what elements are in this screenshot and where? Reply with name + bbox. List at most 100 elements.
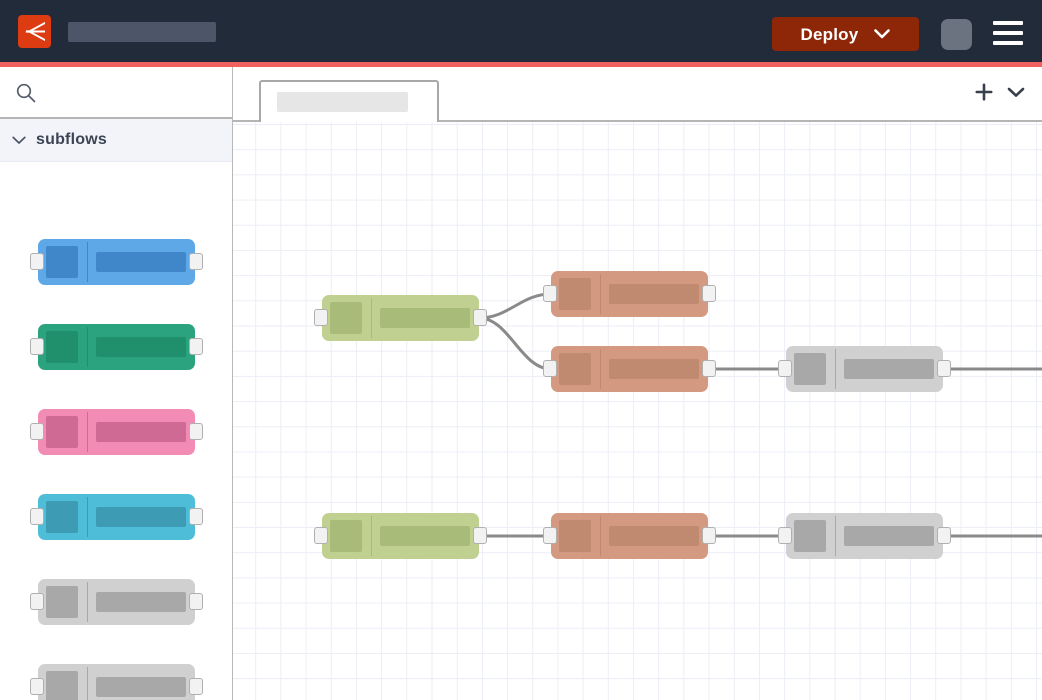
palette-category-label: subflows — [36, 131, 107, 149]
node-icon-divider — [87, 327, 88, 367]
node-port-in[interactable] — [30, 338, 44, 355]
palette-category-subflows[interactable]: subflows — [0, 119, 232, 162]
node-type-icon — [46, 586, 78, 618]
node-label-placeholder — [96, 252, 186, 272]
node-type-icon — [330, 302, 362, 334]
node-label-placeholder — [844, 359, 934, 379]
node-icon-divider — [87, 412, 88, 452]
node-port-out[interactable] — [473, 527, 487, 544]
flow-node-grey-2[interactable] — [786, 513, 943, 559]
node-type-icon — [794, 353, 826, 385]
node-icon-divider — [600, 349, 601, 389]
node-icon-divider — [835, 349, 836, 389]
node-port-in[interactable] — [30, 678, 44, 695]
node-port-out[interactable] — [189, 508, 203, 525]
flow-tab-label — [277, 92, 408, 112]
flow-tab-bar — [233, 67, 1042, 122]
node-type-icon — [559, 520, 591, 552]
node-port-out[interactable] — [937, 527, 951, 544]
node-icon-divider — [87, 667, 88, 700]
palette-search-row[interactable] — [0, 67, 232, 119]
node-icon-divider — [87, 242, 88, 282]
node-type-icon — [46, 671, 78, 700]
node-icon-divider — [600, 274, 601, 314]
palette-node-pink[interactable] — [38, 409, 195, 455]
flow-node-grey-1[interactable] — [786, 346, 943, 392]
palette-node-blue[interactable] — [38, 239, 195, 285]
wire-green1-salmon1[interactable] — [479, 294, 551, 318]
plus-icon — [974, 82, 994, 102]
node-port-in[interactable] — [543, 360, 557, 377]
hamburger-menu-icon[interactable] — [993, 21, 1023, 45]
wire-layer — [233, 122, 1042, 700]
node-type-icon — [46, 416, 78, 448]
flow-list-menu-button[interactable] — [1003, 79, 1029, 105]
node-port-out[interactable] — [189, 338, 203, 355]
node-port-out[interactable] — [937, 360, 951, 377]
node-label-placeholder — [844, 526, 934, 546]
flow-node-salmon-2[interactable] — [551, 346, 708, 392]
deploy-button-label: Deploy — [801, 26, 859, 43]
app-header: Deploy — [0, 0, 1042, 62]
node-type-icon — [794, 520, 826, 552]
flow-node-green-2[interactable] — [322, 513, 479, 559]
flow-tab-1[interactable] — [259, 80, 439, 122]
node-port-out[interactable] — [189, 253, 203, 270]
node-port-out[interactable] — [189, 423, 203, 440]
node-port-out[interactable] — [702, 285, 716, 302]
node-type-icon — [46, 501, 78, 533]
node-label-placeholder — [609, 526, 699, 546]
node-label-placeholder — [609, 284, 699, 304]
palette-node-grey1[interactable] — [38, 579, 195, 625]
node-port-in[interactable] — [314, 527, 328, 544]
node-port-in[interactable] — [30, 508, 44, 525]
flow-canvas[interactable] — [233, 122, 1042, 700]
node-label-placeholder — [380, 526, 470, 546]
node-port-in[interactable] — [778, 360, 792, 377]
palette-node-green[interactable] — [38, 324, 195, 370]
node-type-icon — [46, 246, 78, 278]
palette-node-grey2[interactable] — [38, 664, 195, 700]
node-port-in[interactable] — [30, 253, 44, 270]
node-label-placeholder — [96, 422, 186, 442]
chevron-down-icon — [1007, 87, 1025, 98]
node-port-out[interactable] — [189, 678, 203, 695]
wire-green1-salmon2[interactable] — [479, 318, 551, 369]
node-type-icon — [559, 353, 591, 385]
node-port-out[interactable] — [702, 360, 716, 377]
node-icon-divider — [371, 298, 372, 338]
node-port-in[interactable] — [543, 285, 557, 302]
node-icon-divider — [371, 516, 372, 556]
user-avatar-placeholder[interactable] — [941, 19, 972, 50]
node-type-icon — [559, 278, 591, 310]
flow-node-salmon-3[interactable] — [551, 513, 708, 559]
palette-node-cyan[interactable] — [38, 494, 195, 540]
node-label-placeholder — [380, 308, 470, 328]
node-port-in[interactable] — [778, 527, 792, 544]
node-type-icon — [46, 331, 78, 363]
node-red-logo-icon — [18, 15, 51, 48]
node-port-in[interactable] — [30, 423, 44, 440]
node-icon-divider — [835, 516, 836, 556]
node-label-placeholder — [96, 677, 186, 697]
node-port-out[interactable] — [473, 309, 487, 326]
node-label-placeholder — [96, 507, 186, 527]
node-port-out[interactable] — [189, 593, 203, 610]
chevron-down-icon — [874, 29, 890, 39]
search-icon[interactable] — [16, 83, 36, 103]
flow-node-salmon-1[interactable] — [551, 271, 708, 317]
node-type-icon — [330, 520, 362, 552]
node-port-in[interactable] — [314, 309, 328, 326]
node-port-in[interactable] — [543, 527, 557, 544]
deploy-button[interactable]: Deploy — [772, 17, 919, 51]
flow-node-green-1[interactable] — [322, 295, 479, 341]
node-port-out[interactable] — [702, 527, 716, 544]
node-label-placeholder — [609, 359, 699, 379]
node-icon-divider — [87, 582, 88, 622]
palette-node-list — [0, 162, 232, 176]
node-port-in[interactable] — [30, 593, 44, 610]
node-icon-divider — [600, 516, 601, 556]
add-flow-button[interactable] — [971, 79, 997, 105]
app-title-placeholder — [68, 22, 216, 42]
